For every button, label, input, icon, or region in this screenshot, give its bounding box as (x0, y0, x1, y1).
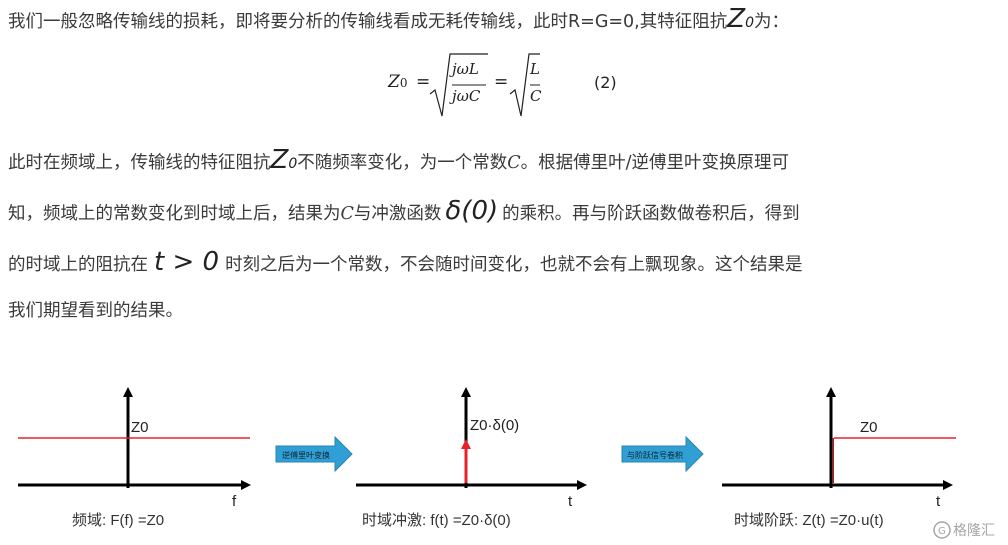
plot-time-step: Z0 t 时域阶跃: Z(t) =Z0·u(t) (722, 387, 956, 529)
watermark-text: 格隆汇 (953, 523, 995, 539)
constant-c: C (507, 153, 521, 173)
transform-diagram: Z0 f 频域: F(f) =Z0 逆傅里叶变换 Z0·δ(0) t 时域冲激:… (18, 387, 995, 539)
paragraph-5: 我们期望看到的结果。 (8, 298, 998, 324)
formula-z-sub: 0 (399, 76, 408, 90)
delta-symbol: δ(0) (445, 196, 499, 226)
arrow2-shape (621, 435, 704, 473)
equals-2: = (494, 72, 509, 92)
numerator-1: jωL (452, 60, 479, 78)
paragraph-3-text-a: 知，频域上的常数变化到时域上后，结果为 (8, 204, 341, 224)
paragraph-1: 我们一般忽略传输线的损耗，即将要分析的传输线看成无耗传输线，此时R=G=0,其特… (8, 6, 998, 36)
formula-lhs: Z0 (388, 72, 407, 92)
paragraph-5-text: 我们期望看到的结果。 (8, 301, 183, 321)
arrow1-label: 逆傅里叶变换 (282, 450, 330, 460)
plot1-xlabel: f (232, 493, 237, 510)
plot2-caption: 时域冲激: f(t) =Z0·δ(0) (362, 512, 511, 529)
arrow-inverse-fourier: 逆傅里叶变换 (275, 435, 353, 473)
plot3-ylabel: Z0 (860, 419, 878, 436)
plot2-xlabel: t (568, 493, 573, 510)
numerator-2: L (530, 60, 540, 78)
plot-time-impulse: Z0·δ(0) t 时域冲激: f(t) =Z0·δ(0) (356, 387, 587, 529)
z0-symbol-2: Z0 (271, 145, 298, 175)
denominator-1: jωC (452, 87, 481, 105)
watermark-logo-icon (933, 521, 951, 539)
paragraph-2-text-a: 此时在频域上，传输线的特征阻抗 (8, 153, 271, 173)
denominator-2: C (530, 87, 542, 105)
impedance-formula: Z0 = jωL jωC = L C (2) (388, 50, 648, 120)
arrow1-shape (275, 435, 353, 473)
paragraph-2: 此时在频域上，传输线的特征阻抗Z0不随频率变化，为一个常数C。根据傅里叶/逆傅里… (8, 147, 998, 177)
paragraph-3-text-d: 的乘积。再与阶跃函数做卷积后，得到 (502, 204, 800, 224)
arrow-step-convolution: 与阶跃信号卷积 (621, 435, 704, 473)
t-greater-zero: t > 0 (154, 247, 220, 277)
plot-frequency-domain: Z0 f 频域: F(f) =Z0 (18, 387, 251, 529)
plot2-ylabel: Z0·δ(0) (470, 417, 519, 434)
paragraph-2-text-d: 。根据傅里叶/逆傅里叶变换原理可 (520, 153, 790, 173)
constant-c-2: C (340, 204, 354, 224)
plot1-caption: 频域: F(f) =Z0 (72, 512, 164, 529)
paragraph-2-text-b: 不随频率变化，为一个常数 (297, 153, 508, 173)
radical-2 (509, 53, 540, 117)
paragraph-1-text: 我们一般忽略传输线的损耗，即将要分析的传输线看成无耗传输线，此时R=G=0,其特… (8, 12, 728, 32)
z-subscript: 0 (745, 15, 754, 31)
formula-z: Z (388, 72, 400, 92)
paragraph-4-text-a: 的时域上的阻抗在 (8, 255, 148, 275)
plot3-caption: 时域阶跃: Z(t) =Z0·u(t) (734, 512, 884, 529)
equals-1: = (416, 72, 431, 92)
arrow2-label: 与阶跃信号卷积 (627, 450, 683, 460)
plot1-ylabel: Z0 (131, 419, 149, 436)
watermark: G 格隆汇 (933, 521, 995, 539)
plot3-xlabel: t (936, 493, 941, 510)
watermark-logo-letter: G (938, 526, 946, 537)
equation-number: (2) (594, 73, 617, 92)
formula-radicals (429, 53, 540, 117)
paragraph-3-text-b: 与冲激函数 (353, 204, 442, 224)
paragraph-4-text-b: 时刻之后为一个常数，不会随时间变化，也就不会有上飘现象。这个结果是 (225, 255, 803, 275)
z-letter-2: Z (270, 145, 289, 175)
radical-1 (429, 53, 488, 117)
z-letter: Z (727, 4, 746, 34)
z0-symbol: Z0 (727, 4, 754, 34)
paragraph-1-end: 为： (753, 12, 789, 32)
z-subscript-2: 0 (288, 156, 298, 172)
